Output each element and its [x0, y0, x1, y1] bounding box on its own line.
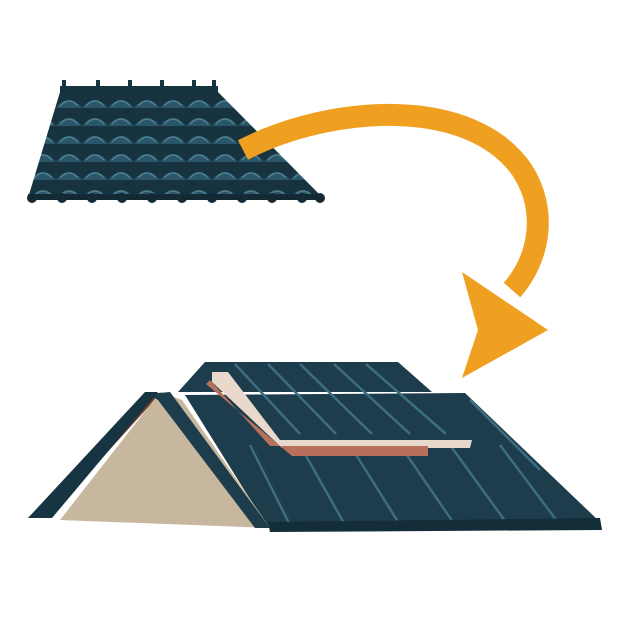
metal-roof-house-icon: [28, 362, 602, 532]
curved-arrow-icon: [237, 103, 549, 378]
tiled-roof-icon: [27, 80, 325, 203]
